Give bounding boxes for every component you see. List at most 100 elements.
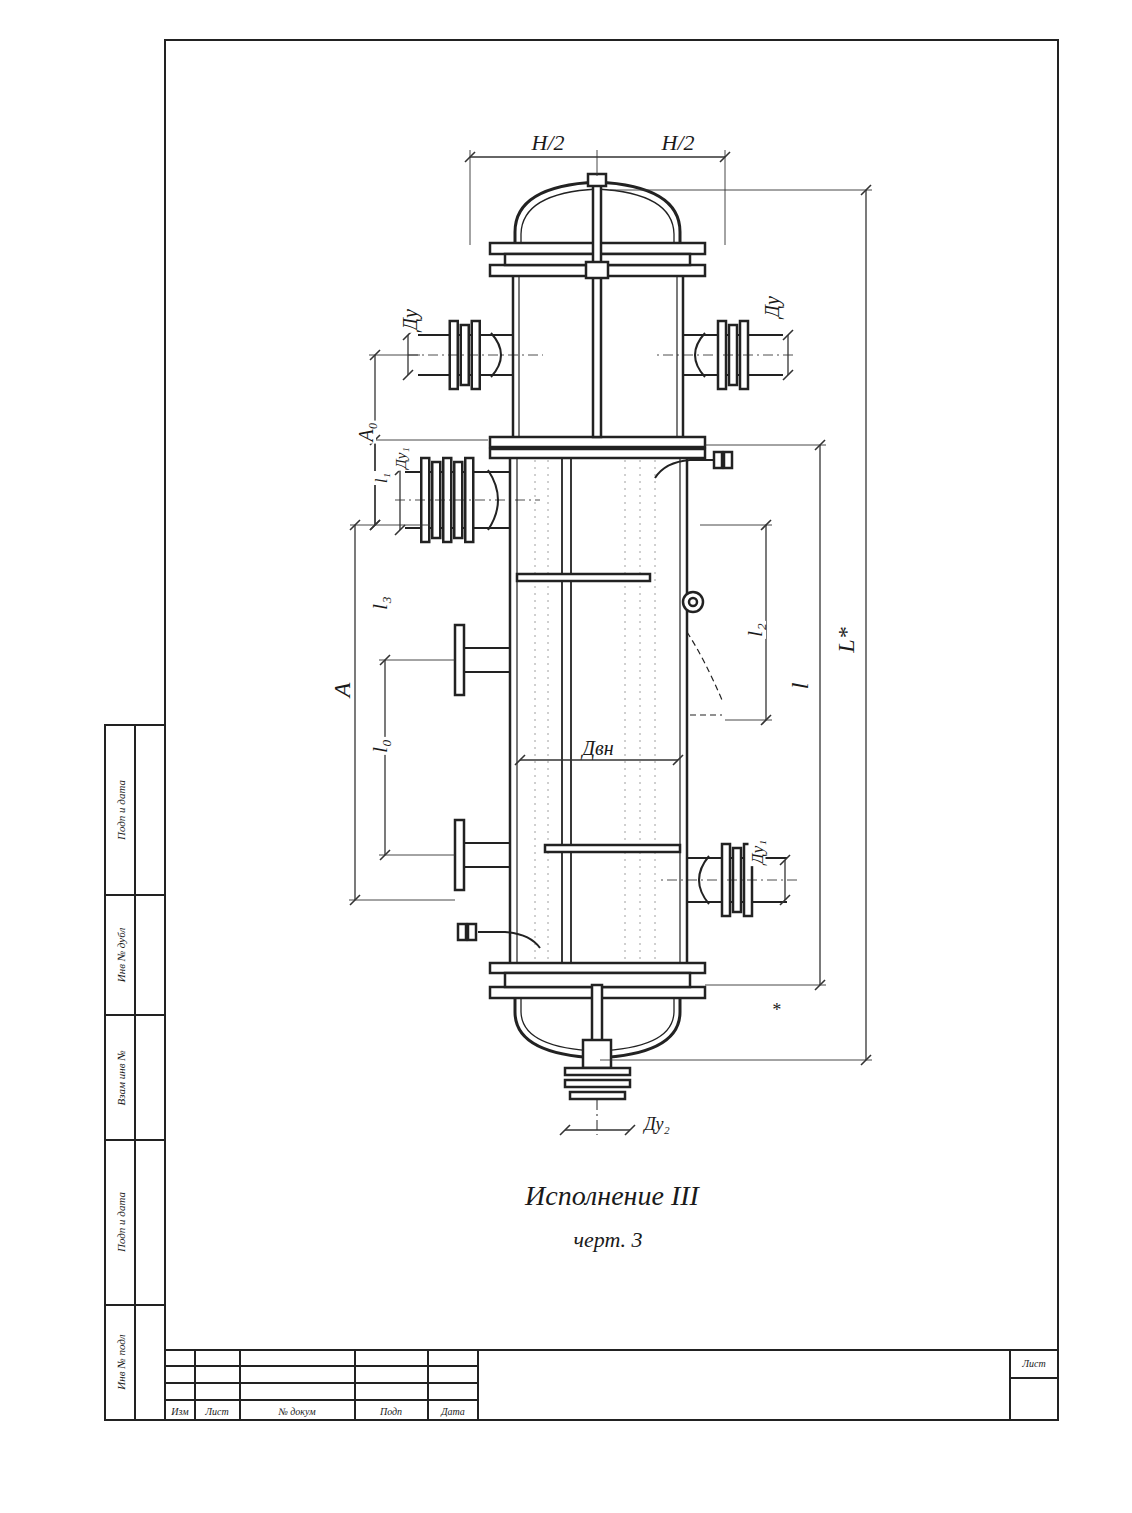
extension-line: [379, 855, 455, 856]
tube: [561, 455, 563, 965]
dimension-line: [784, 860, 785, 900]
flange: [455, 625, 464, 695]
dimension-label: H/2: [660, 132, 697, 154]
extension-line: [379, 660, 455, 661]
dimension-label: A: [330, 681, 354, 700]
extension-line: [700, 525, 772, 526]
title-block-text: Лист: [203, 1407, 230, 1417]
channel-wall: [676, 276, 677, 438]
extension-line: [369, 355, 420, 356]
dim-tick: [783, 330, 793, 340]
dim-tick: [625, 1125, 635, 1135]
dimension-label: Ду₂: [642, 1115, 672, 1133]
nozzle-pipe: [462, 843, 510, 867]
extension-line: [725, 720, 772, 721]
dimension-line: [787, 335, 788, 375]
sheet-frame: [105, 40, 1058, 1420]
flange: [461, 325, 469, 385]
flange: [724, 452, 732, 468]
extension-line: [600, 1060, 872, 1061]
title-block-text: Взам инв №: [116, 1048, 127, 1107]
axis: [653, 355, 793, 356]
title-block-text: Инв № дубл: [116, 926, 127, 984]
nut: [586, 262, 608, 278]
partition-plate: [593, 184, 601, 437]
dimension-line: [354, 525, 355, 900]
extension-line: [350, 525, 430, 526]
flange: [490, 437, 705, 447]
dimension-label: l: [788, 681, 812, 692]
dimension-label: Ду₁: [749, 838, 766, 866]
dimension-line: [865, 190, 866, 1060]
axis: [657, 880, 797, 881]
leader: [690, 714, 722, 715]
dimension-label: l₂: [744, 621, 766, 639]
flange: [565, 1068, 630, 1075]
dimension-label: Ду₁: [394, 445, 409, 470]
dimension-label: Ду: [400, 307, 420, 333]
tube: [535, 460, 536, 962]
dimension-line: [407, 335, 408, 375]
tube-sheet: [490, 449, 705, 458]
extension-line: [610, 190, 872, 191]
channel-wall: [682, 276, 685, 438]
heat-exchanger: [395, 174, 797, 1135]
dim-tick: [515, 755, 525, 765]
dimension-line: [819, 445, 820, 985]
axis: [395, 500, 540, 501]
dimension-label: Ду: [762, 294, 782, 320]
nozzle: [408, 321, 543, 389]
nozzle: [653, 321, 793, 389]
title-block-text: Подп: [378, 1407, 404, 1417]
dim-tick: [780, 855, 790, 865]
leader: [687, 632, 722, 700]
flange: [455, 820, 464, 890]
shell-wall: [509, 458, 512, 963]
shell-wall: [516, 458, 517, 963]
dimension-label: l₀: [369, 737, 391, 755]
dimension-line: [384, 660, 385, 855]
title-block-text: Дата: [439, 1407, 467, 1417]
dimension-label: Двн: [580, 738, 615, 758]
flange: [468, 924, 476, 940]
dim-tick: [560, 1125, 570, 1135]
extension-line: [597, 150, 598, 176]
dimension-label: A₀: [356, 420, 376, 443]
title-block-text: Подп и дата: [116, 1190, 127, 1254]
flange: [565, 1080, 630, 1087]
title-block-text: № докум: [276, 1407, 317, 1417]
nozzle-pipe: [583, 1040, 611, 1068]
nozzle: [395, 458, 540, 542]
lug: [689, 598, 697, 606]
dimension-label: l₃: [369, 594, 391, 612]
tube: [570, 455, 572, 965]
dim-tick: [673, 755, 683, 765]
flange: [570, 1092, 625, 1099]
tube: [548, 460, 549, 962]
dimension-label: *: [770, 1001, 783, 1019]
extension-line: [470, 150, 471, 245]
dimension-label: l₁: [374, 471, 390, 485]
dim-tick: [780, 895, 790, 905]
axis: [408, 355, 543, 356]
dim-tick: [783, 370, 793, 380]
nozzle: [657, 844, 797, 916]
dimension-line: [399, 470, 400, 530]
dimension-label: L*: [834, 625, 858, 654]
baffle: [517, 574, 650, 581]
dimension-line: [470, 156, 725, 157]
lug: [683, 592, 703, 612]
tube-sheet: [490, 963, 705, 973]
dimension-label: черт. 3: [571, 1229, 644, 1251]
flange: [714, 452, 722, 468]
dim-tick: [395, 525, 405, 535]
drain-pipe: [478, 932, 540, 948]
dimension-lines: [349, 150, 872, 1135]
caption: Исполнение III: [525, 1182, 699, 1210]
channel-wall: [512, 276, 515, 438]
shell-wall: [679, 458, 680, 963]
small-nozzle: [455, 625, 510, 695]
title-block-text: Лист: [1020, 1359, 1047, 1369]
